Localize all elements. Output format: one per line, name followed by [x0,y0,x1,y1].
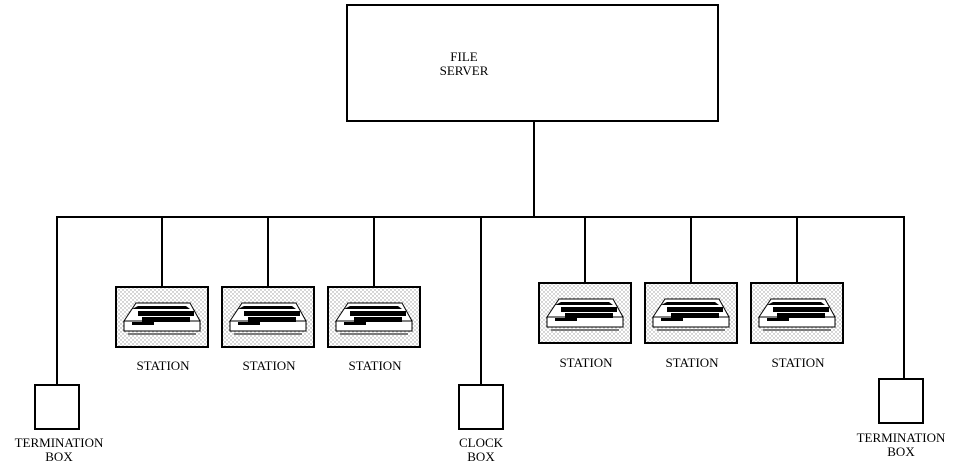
termination-box-right-label-line1: TERMINATION [857,430,946,445]
station-terminal [645,283,737,343]
file-server-label-line2: SERVER [440,63,489,78]
termination-box-left-label-line2: BOX [45,449,73,464]
station-terminal [222,287,314,347]
file-server-label-line1: FILE [450,49,478,64]
termination-box-right [879,379,923,423]
station-terminal [539,283,631,343]
file-server-box [347,5,718,121]
termination-box-right-label-line2: BOX [887,444,915,459]
station-terminal [328,287,420,347]
termination-box-left [35,385,79,429]
termination-box-left-label-line1: TERMINATION [15,435,104,450]
station-label: STATION [665,355,719,370]
clock-box-label-line1: CLOCK [459,435,504,450]
clock-box-label-line2: BOX [467,449,495,464]
station-label: STATION [771,355,825,370]
clock-box [459,385,503,429]
station-terminal [116,287,208,347]
station-label: STATION [136,358,190,373]
station-label: STATION [242,358,296,373]
station-label: STATION [348,358,402,373]
station-terminal [751,283,843,343]
station-label: STATION [559,355,613,370]
